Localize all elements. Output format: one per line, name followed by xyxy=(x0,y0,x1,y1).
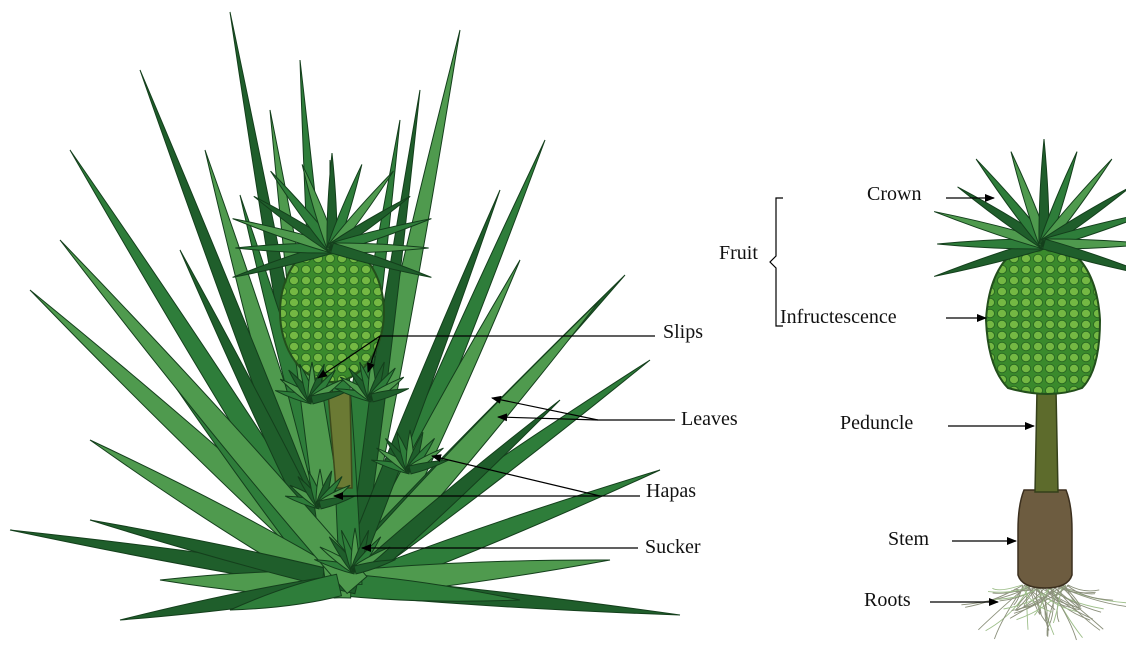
label-slips: Slips xyxy=(663,322,703,342)
anatomy-stem xyxy=(1018,490,1072,588)
roots-illustration xyxy=(961,585,1126,640)
anatomy-fruit xyxy=(986,238,1100,394)
label-leaves: Leaves xyxy=(681,409,738,429)
pineapple-plant-illustration xyxy=(10,12,680,620)
label-sucker: Sucker xyxy=(645,537,701,557)
label-crown: Crown xyxy=(867,184,921,204)
label-infructescence: Infructescence xyxy=(780,307,897,327)
fruit-anatomy-illustration xyxy=(934,139,1126,640)
label-roots: Roots xyxy=(864,590,911,610)
label-stem: Stem xyxy=(888,529,929,549)
label-peduncle: Peduncle xyxy=(840,413,913,433)
anatomy-peduncle xyxy=(1035,390,1058,492)
label-hapas: Hapas xyxy=(646,481,696,501)
label-fruit: Fruit xyxy=(719,243,758,263)
